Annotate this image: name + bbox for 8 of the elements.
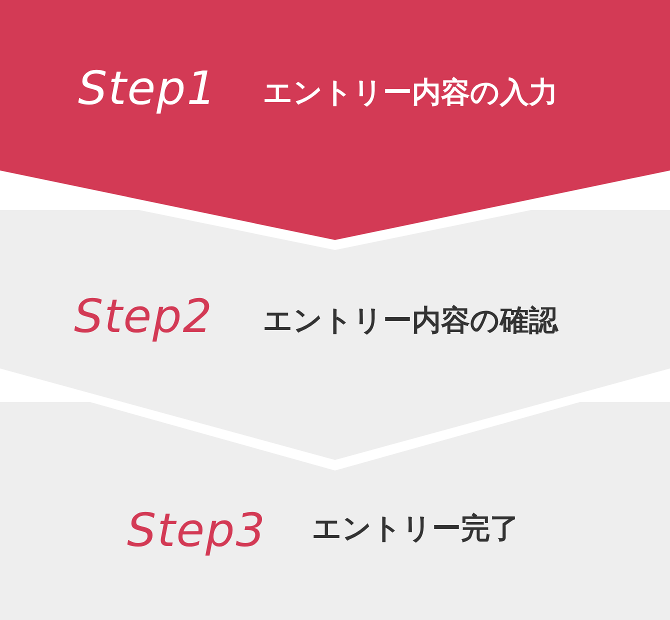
- step-number: Step2: [74, 290, 214, 342]
- step-number: Step3: [127, 504, 266, 556]
- step-number: Step1: [78, 62, 218, 114]
- step-title: エントリー内容の確認: [263, 304, 558, 338]
- step-band: [0, 0, 670, 240]
- step-title: エントリー内容の入力: [263, 76, 558, 110]
- step-band: [0, 210, 670, 460]
- step-title: エントリー完了: [312, 512, 519, 546]
